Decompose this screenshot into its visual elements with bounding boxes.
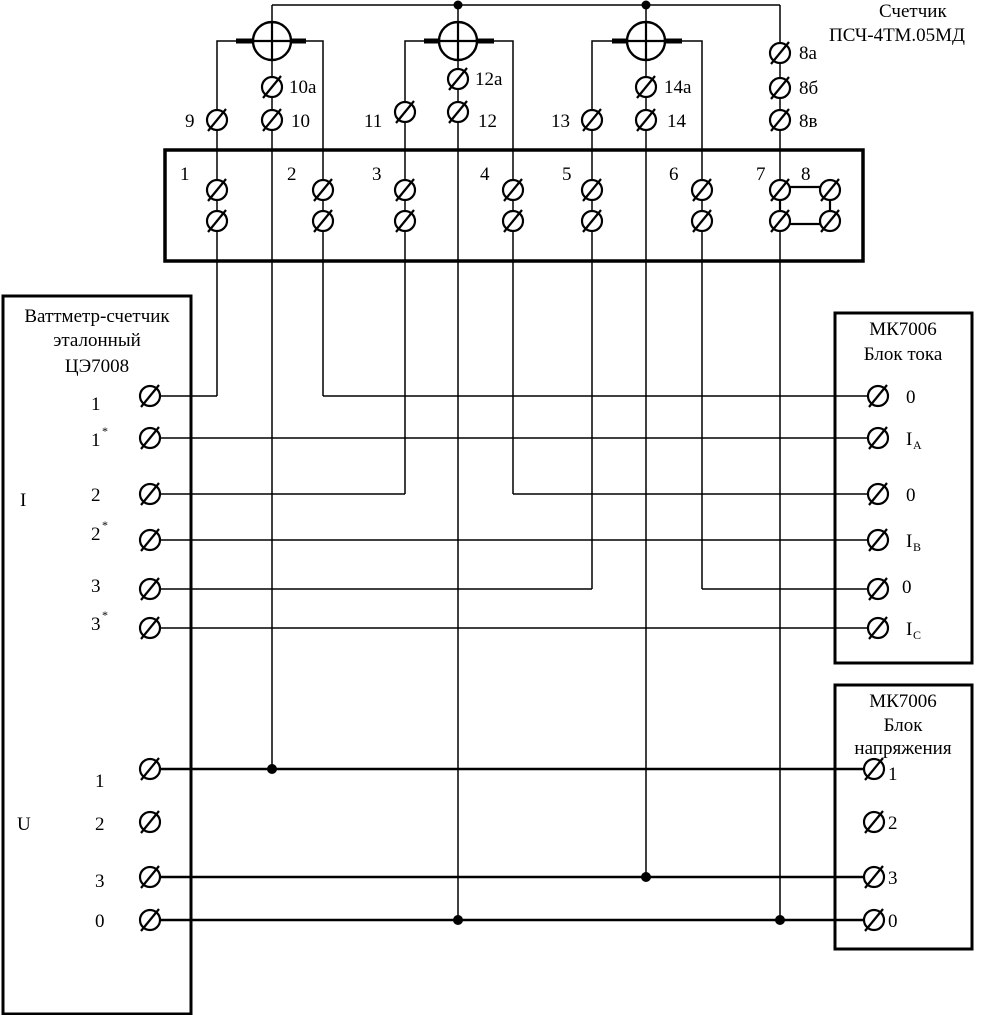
box-number: 5 bbox=[562, 164, 572, 185]
meter-terminal-label: 14а bbox=[664, 77, 692, 98]
wattmeter-i-terminal-label: 3 bbox=[91, 576, 101, 597]
wattmeter-i-terminal-label: 1 bbox=[91, 394, 101, 415]
meter-labels: Счетчик ПСЧ-4ТМ.05МД 9 10а 10 11 12а 12 … bbox=[185, 1, 965, 132]
wattmeter-i-terminal-label: 3 bbox=[91, 614, 101, 635]
current-block: МК7006 Блок тока 0 I A 0 I B 0 I C bbox=[833, 311, 974, 665]
current-terminal-label: 0 bbox=[906, 485, 916, 506]
wattmeter-block: Ваттметр-счетчик эталонный ЦЭ7008 I U 1 … bbox=[1, 294, 193, 1015]
voltage-block-title-line1: МК7006 bbox=[869, 691, 937, 712]
junction-dots bbox=[267, 0, 785, 925]
current-terminal-subscript: C bbox=[913, 628, 921, 642]
box-number: 3 bbox=[372, 164, 382, 185]
voltage-terminal-label: 2 bbox=[888, 813, 898, 834]
wattmeter-i-terminal-label: 1 bbox=[91, 430, 101, 451]
current-terminal-subscript: A bbox=[913, 438, 922, 452]
meter-title-line1: Счетчик bbox=[879, 1, 947, 22]
voltage-block-title-line2: Блок bbox=[884, 715, 924, 736]
wattmeter-i-terminal-label: 2 bbox=[91, 485, 101, 506]
box-number: 6 bbox=[669, 164, 679, 185]
wattmeter-u-terminal-label: 0 bbox=[95, 911, 105, 932]
wires bbox=[150, 4, 878, 920]
voltage-terminal-label: 3 bbox=[888, 868, 898, 889]
current-block-title-line1: МК7006 bbox=[869, 319, 937, 340]
current-terminal-label: 0 bbox=[902, 577, 912, 598]
meter-terminal-label: 12а bbox=[475, 69, 503, 90]
wattmeter-u-terminal-label: 3 bbox=[95, 871, 105, 892]
wattmeter-title-line1: Ваттметр-счетчик bbox=[24, 306, 170, 327]
voltage-terminal-label: 1 bbox=[888, 764, 898, 785]
meter-terminal-label: 8в bbox=[799, 111, 818, 132]
box-number: 4 bbox=[480, 164, 490, 185]
meter-terminal-label: 10 bbox=[291, 111, 310, 132]
star-mark: * bbox=[102, 424, 108, 438]
meter-title-line2: ПСЧ-4ТМ.05МД bbox=[829, 25, 965, 46]
test-terminal-box: 1 2 3 4 5 6 7 8 bbox=[163, 148, 865, 263]
voltage-terminal-label: 0 bbox=[888, 911, 898, 932]
meter-terminal-label: 8а bbox=[799, 43, 818, 64]
wattmeter-group-u: U bbox=[17, 814, 31, 835]
star-mark: * bbox=[102, 518, 108, 532]
current-terminal-label: I bbox=[906, 531, 912, 552]
meter-terminal-label: 10а bbox=[289, 77, 317, 98]
wattmeter-u-terminal-label: 1 bbox=[95, 771, 105, 792]
box-number: 2 bbox=[287, 164, 297, 185]
wattmeter-title-line3: ЦЭ7008 bbox=[65, 356, 129, 377]
meter-terminal-label: 12 bbox=[478, 111, 497, 132]
wattmeter-title-line2: эталонный bbox=[53, 330, 141, 351]
voltage-block-title-line3: напряжения bbox=[854, 738, 951, 759]
meter-terminal-label: 9 bbox=[185, 111, 195, 132]
meter-coils bbox=[236, 20, 682, 62]
meter-terminal-label: 11 bbox=[364, 111, 382, 132]
voltage-block: МК7006 Блок напряжения 1 2 3 0 bbox=[833, 683, 974, 951]
current-terminal-subscript: B bbox=[913, 540, 921, 554]
wattmeter-u-terminal-label: 2 bbox=[95, 814, 105, 835]
wattmeter-group-i: I bbox=[20, 490, 26, 511]
voltage-wires bbox=[150, 767, 874, 922]
current-terminal-label: I bbox=[906, 619, 912, 640]
box-number: 8 bbox=[801, 164, 811, 185]
box-number: 1 bbox=[180, 164, 190, 185]
meter-terminal-label: 13 bbox=[551, 111, 570, 132]
meter-terminal-label: 8б bbox=[799, 78, 818, 99]
current-terminal-label: I bbox=[906, 429, 912, 450]
current-terminal-label: 0 bbox=[906, 387, 916, 408]
box-number: 7 bbox=[756, 164, 766, 185]
meter-terminal-label: 14 bbox=[667, 111, 687, 132]
current-block-title-line2: Блок тока bbox=[864, 344, 943, 365]
wattmeter-i-terminal-label: 2 bbox=[91, 524, 101, 545]
star-mark: * bbox=[102, 608, 108, 622]
